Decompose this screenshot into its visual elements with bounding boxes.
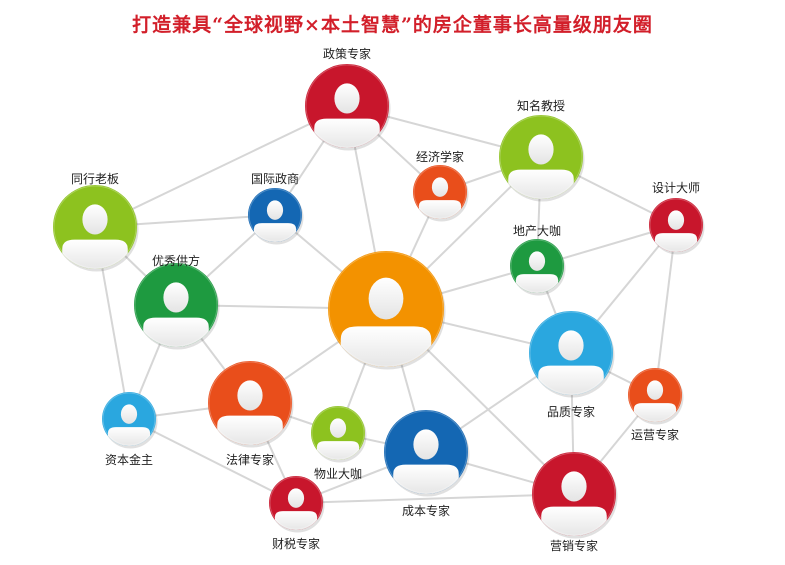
label-tax: 财税专家	[271, 537, 321, 551]
node-gov	[248, 188, 304, 245]
label-supplier: 优秀供方	[151, 254, 201, 268]
label-gov: 国际政商	[250, 172, 300, 186]
node-tax	[269, 476, 325, 533]
person-icon	[541, 471, 607, 536]
person-icon	[316, 418, 360, 460]
label-peer: 同行老板	[70, 172, 120, 186]
person-icon	[340, 277, 432, 367]
label-legal: 法律专家	[225, 453, 275, 467]
node-designer	[649, 198, 705, 255]
node-supplier	[134, 263, 220, 350]
person-icon	[393, 429, 459, 494]
node-marketing	[532, 452, 618, 539]
person-icon	[314, 83, 380, 148]
node-legal	[208, 361, 294, 448]
node-center	[328, 251, 446, 370]
node-realestate	[510, 239, 566, 296]
node-professor	[499, 115, 585, 202]
label-professor: 知名教授	[516, 99, 566, 113]
node-property	[311, 406, 367, 463]
link-capital-tax	[128, 418, 297, 504]
link-tax-marketing	[295, 493, 575, 504]
person-icon	[274, 488, 318, 530]
label-quality: 品质专家	[546, 405, 596, 419]
node-peer	[53, 185, 139, 272]
node-policy	[305, 64, 391, 151]
person-icon	[654, 210, 698, 252]
label-policy: 政策专家	[322, 47, 372, 61]
person-icon	[633, 380, 677, 422]
node-capital	[102, 392, 158, 449]
person-icon	[143, 282, 209, 347]
person-icon	[217, 380, 283, 445]
person-icon	[515, 251, 559, 293]
node-operation	[628, 368, 684, 425]
person-icon	[418, 177, 462, 219]
label-operation: 运营专家	[630, 428, 680, 442]
node-economist	[413, 165, 469, 222]
node-cost	[384, 410, 470, 497]
person-icon	[107, 404, 151, 446]
label-capital: 资本金主	[104, 453, 154, 467]
link-policy-peer	[94, 105, 348, 228]
person-nodes	[53, 64, 705, 539]
person-icon	[508, 134, 574, 199]
label-marketing: 营销专家	[549, 539, 599, 553]
node-quality	[529, 311, 615, 398]
label-designer: 设计大师	[651, 181, 701, 195]
label-economist: 经济学家	[415, 150, 465, 164]
label-property: 物业大咖	[313, 467, 363, 481]
page-title: 打造兼具“全球视野×本土智慧”的房企董事长高量级朋友圈	[132, 14, 653, 36]
label-realestate: 地产大咖	[512, 224, 562, 238]
person-icon	[253, 200, 297, 242]
link-designer-operation	[654, 224, 677, 396]
label-cost: 成本专家	[401, 504, 451, 518]
person-icon	[538, 330, 604, 395]
person-icon	[62, 204, 128, 269]
